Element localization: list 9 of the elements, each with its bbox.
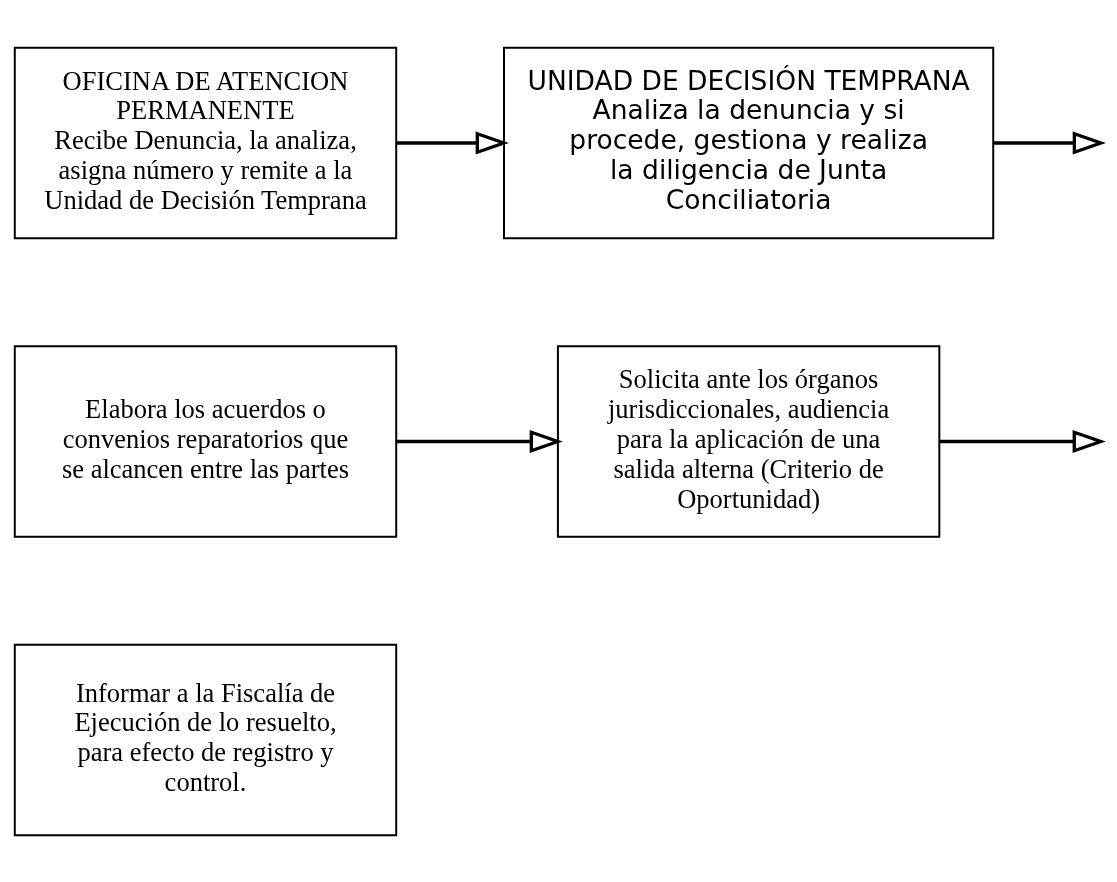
arrow [939, 429, 1106, 453]
arrow [396, 130, 509, 155]
node-box: Informar a la Fiscalía de Ejecución de lo resuelto, para efecto de registro y control. [13, 643, 398, 836]
arrow [396, 429, 563, 453]
node-box: Elabora los acuerdos o convenios reparatorios que se alcancen entre las partes [13, 344, 398, 538]
node-box: OFICINA DE ATENCION PERMANENTE Recibe Denuncia, la analiza, asigna número y remite a la Unidad de Decisión Temprana [13, 46, 398, 239]
node-box: Solicita ante los órganos jurisdiccionales, audiencia para la aplicación de una salida alterna (Criterio de Oportunidad) [556, 344, 941, 538]
arrow [993, 130, 1106, 155]
node-box: UNIDAD DE DECISIÓN TEMPRANA Analiza la denuncia y si procede, gestiona y realiza la diligencia de Junta Conciliatoria [503, 46, 995, 239]
